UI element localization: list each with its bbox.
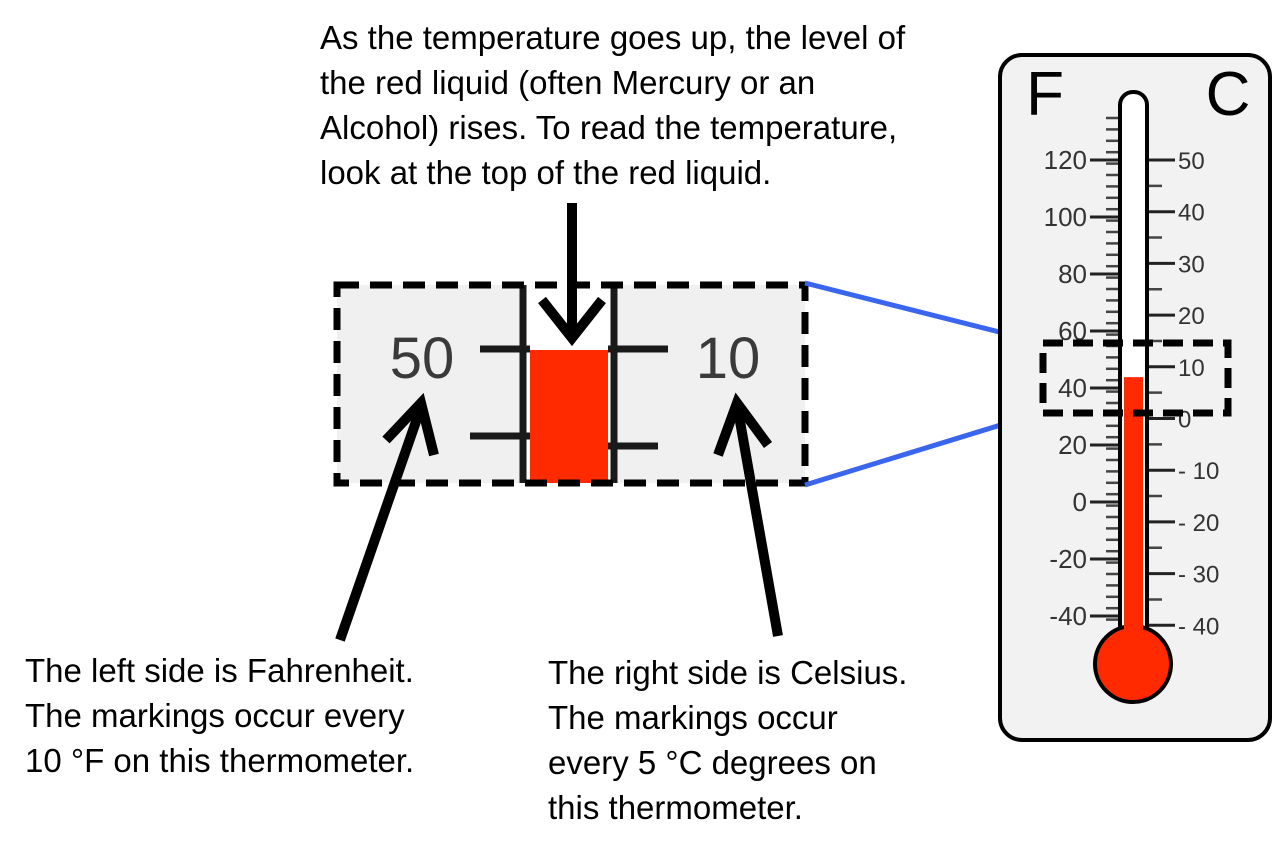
celsius-label: - 20 xyxy=(1178,510,1219,537)
fahrenheit-label: 80 xyxy=(1058,259,1087,289)
celsius-label: 40 xyxy=(1178,200,1205,227)
left-caption-line-3: 10 °F on this thermometer. xyxy=(25,742,415,779)
arrow-down-to-liquid xyxy=(538,203,606,347)
top-caption-line-1: As the temperature goes up, the level of xyxy=(320,19,906,56)
left-caption-line-1: The left side is Fahrenheit. xyxy=(25,652,414,689)
fahrenheit-label: 100 xyxy=(1044,202,1087,232)
zoom-celsius-label: 10 xyxy=(696,326,761,391)
thermometer-bulb xyxy=(1093,624,1173,704)
top-caption: As the temperature goes up, the level of… xyxy=(320,15,905,195)
top-caption-line-2: the red liquid (often Mercury or an xyxy=(320,64,816,101)
left-caption: The left side is Fahrenheit. The marking… xyxy=(25,648,414,783)
fahrenheit-unit-label: F xyxy=(1026,60,1064,129)
celsius-label: - 40 xyxy=(1178,613,1219,640)
arrow-to-fahrenheit-label xyxy=(335,392,439,642)
thermometer-red-liquid xyxy=(1124,377,1143,652)
celsius-label: - 10 xyxy=(1178,458,1219,485)
fahrenheit-label: 0 xyxy=(1073,487,1087,517)
celsius-label: 50 xyxy=(1178,148,1205,175)
arrow-to-celsius-label xyxy=(713,392,783,637)
right-caption-line-4: this thermometer. xyxy=(548,789,803,826)
celsius-unit-label: C xyxy=(1206,60,1251,129)
top-caption-line-3: Alcohol) rises. To read the temperature, xyxy=(320,109,898,146)
zoom-fahrenheit-label: 50 xyxy=(390,326,455,391)
fahrenheit-label: 40 xyxy=(1058,373,1087,403)
right-caption-line-3: every 5 °C degrees on xyxy=(548,744,877,781)
celsius-label: - 30 xyxy=(1178,562,1219,589)
top-caption-line-4: look at the top of the red liquid. xyxy=(320,154,772,191)
zoom-red-liquid xyxy=(530,350,608,483)
celsius-label: 20 xyxy=(1178,303,1205,330)
fahrenheit-label: 20 xyxy=(1058,430,1087,460)
right-caption-line-1: The right side is Celsius. xyxy=(548,654,908,691)
fahrenheit-label: -20 xyxy=(1049,544,1087,574)
right-caption-line-2: The markings occur xyxy=(548,699,838,736)
fahrenheit-label: 120 xyxy=(1044,145,1087,175)
highlight-dashed-box xyxy=(1039,339,1232,417)
celsius-label: 30 xyxy=(1178,251,1205,278)
fahrenheit-label: -40 xyxy=(1049,601,1087,631)
zoom-panel: 50 10 xyxy=(333,281,809,487)
thermometer-bulb-neck xyxy=(1124,615,1143,635)
right-caption: The right side is Celsius. The markings … xyxy=(548,650,907,830)
left-caption-line-2: The markings occur every xyxy=(25,697,405,734)
celsius-label: 10 xyxy=(1178,355,1205,382)
